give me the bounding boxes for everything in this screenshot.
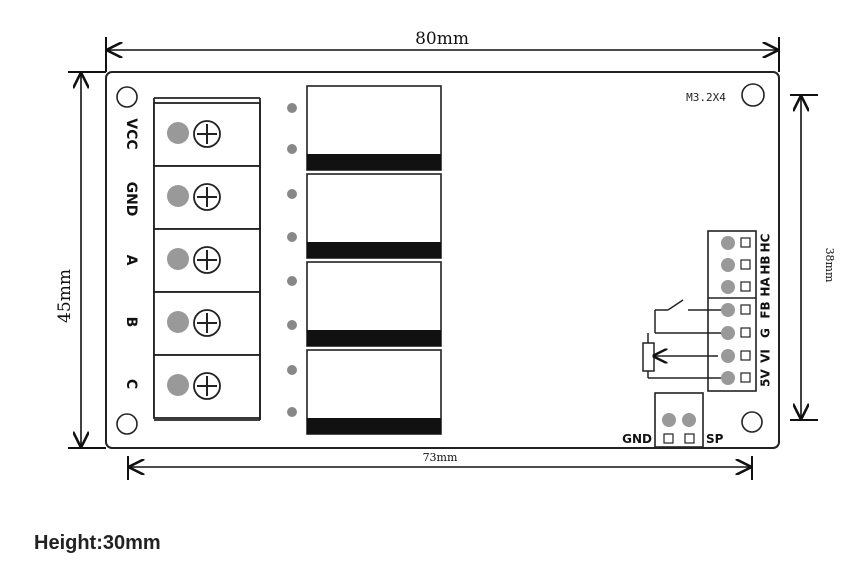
sp-connector-sp-label: SP	[706, 432, 724, 446]
dimension-hole-span: 73mm	[127, 451, 753, 480]
terminal-screw-gnd	[167, 183, 221, 211]
dimension-side-span-label: 38mm	[823, 248, 836, 283]
relay-2	[287, 173, 442, 259]
potentiometer	[642, 333, 721, 379]
pin-label-g: G	[759, 328, 773, 338]
pin-label-hc: HC	[759, 233, 773, 252]
dimension-side-span: 38mm	[790, 94, 836, 421]
terminal-label-c: C	[123, 379, 139, 389]
terminal-screw-b	[167, 309, 221, 337]
relay-1	[287, 85, 442, 171]
speaker-connector	[654, 392, 704, 448]
terminal-label-b: B	[123, 317, 139, 328]
pin-header	[707, 230, 757, 392]
terminal-screw-a	[167, 246, 221, 274]
height-note: Height:30mm	[34, 532, 161, 554]
mounting-hole	[116, 413, 138, 435]
terminal-label-a: A	[123, 255, 139, 266]
terminal-label-gnd: GND	[123, 182, 139, 217]
terminal-label-vcc: VCC	[123, 118, 139, 149]
dimension-height: 45mm	[55, 71, 106, 449]
relay-3	[287, 261, 442, 347]
pin-label-hb: HB	[759, 255, 773, 274]
dimension-height-label: 45mm	[55, 269, 75, 323]
dimension-hole-span-label: 73mm	[423, 451, 458, 464]
pin-label-fb: FB	[759, 301, 773, 318]
feedback-switch	[654, 299, 721, 334]
mounting-hole	[741, 83, 765, 107]
sp-connector-gnd-label: GND	[622, 432, 652, 446]
mounting-hole	[116, 86, 138, 108]
pcb-outline	[105, 71, 780, 449]
pin-label-vi: VI	[759, 349, 773, 363]
hole-size-label: M3.2X4	[686, 91, 726, 104]
pin-label-5v: 5V	[759, 368, 773, 386]
dimension-width: 80mm	[105, 29, 780, 72]
terminal-block	[153, 97, 261, 421]
dimension-width-label: 80mm	[415, 29, 469, 49]
relay-4	[287, 349, 442, 435]
terminal-screw-vcc	[167, 120, 221, 148]
terminal-screw-c	[167, 372, 221, 400]
mounting-hole	[741, 411, 763, 433]
pin-label-ha: HA	[759, 277, 773, 297]
